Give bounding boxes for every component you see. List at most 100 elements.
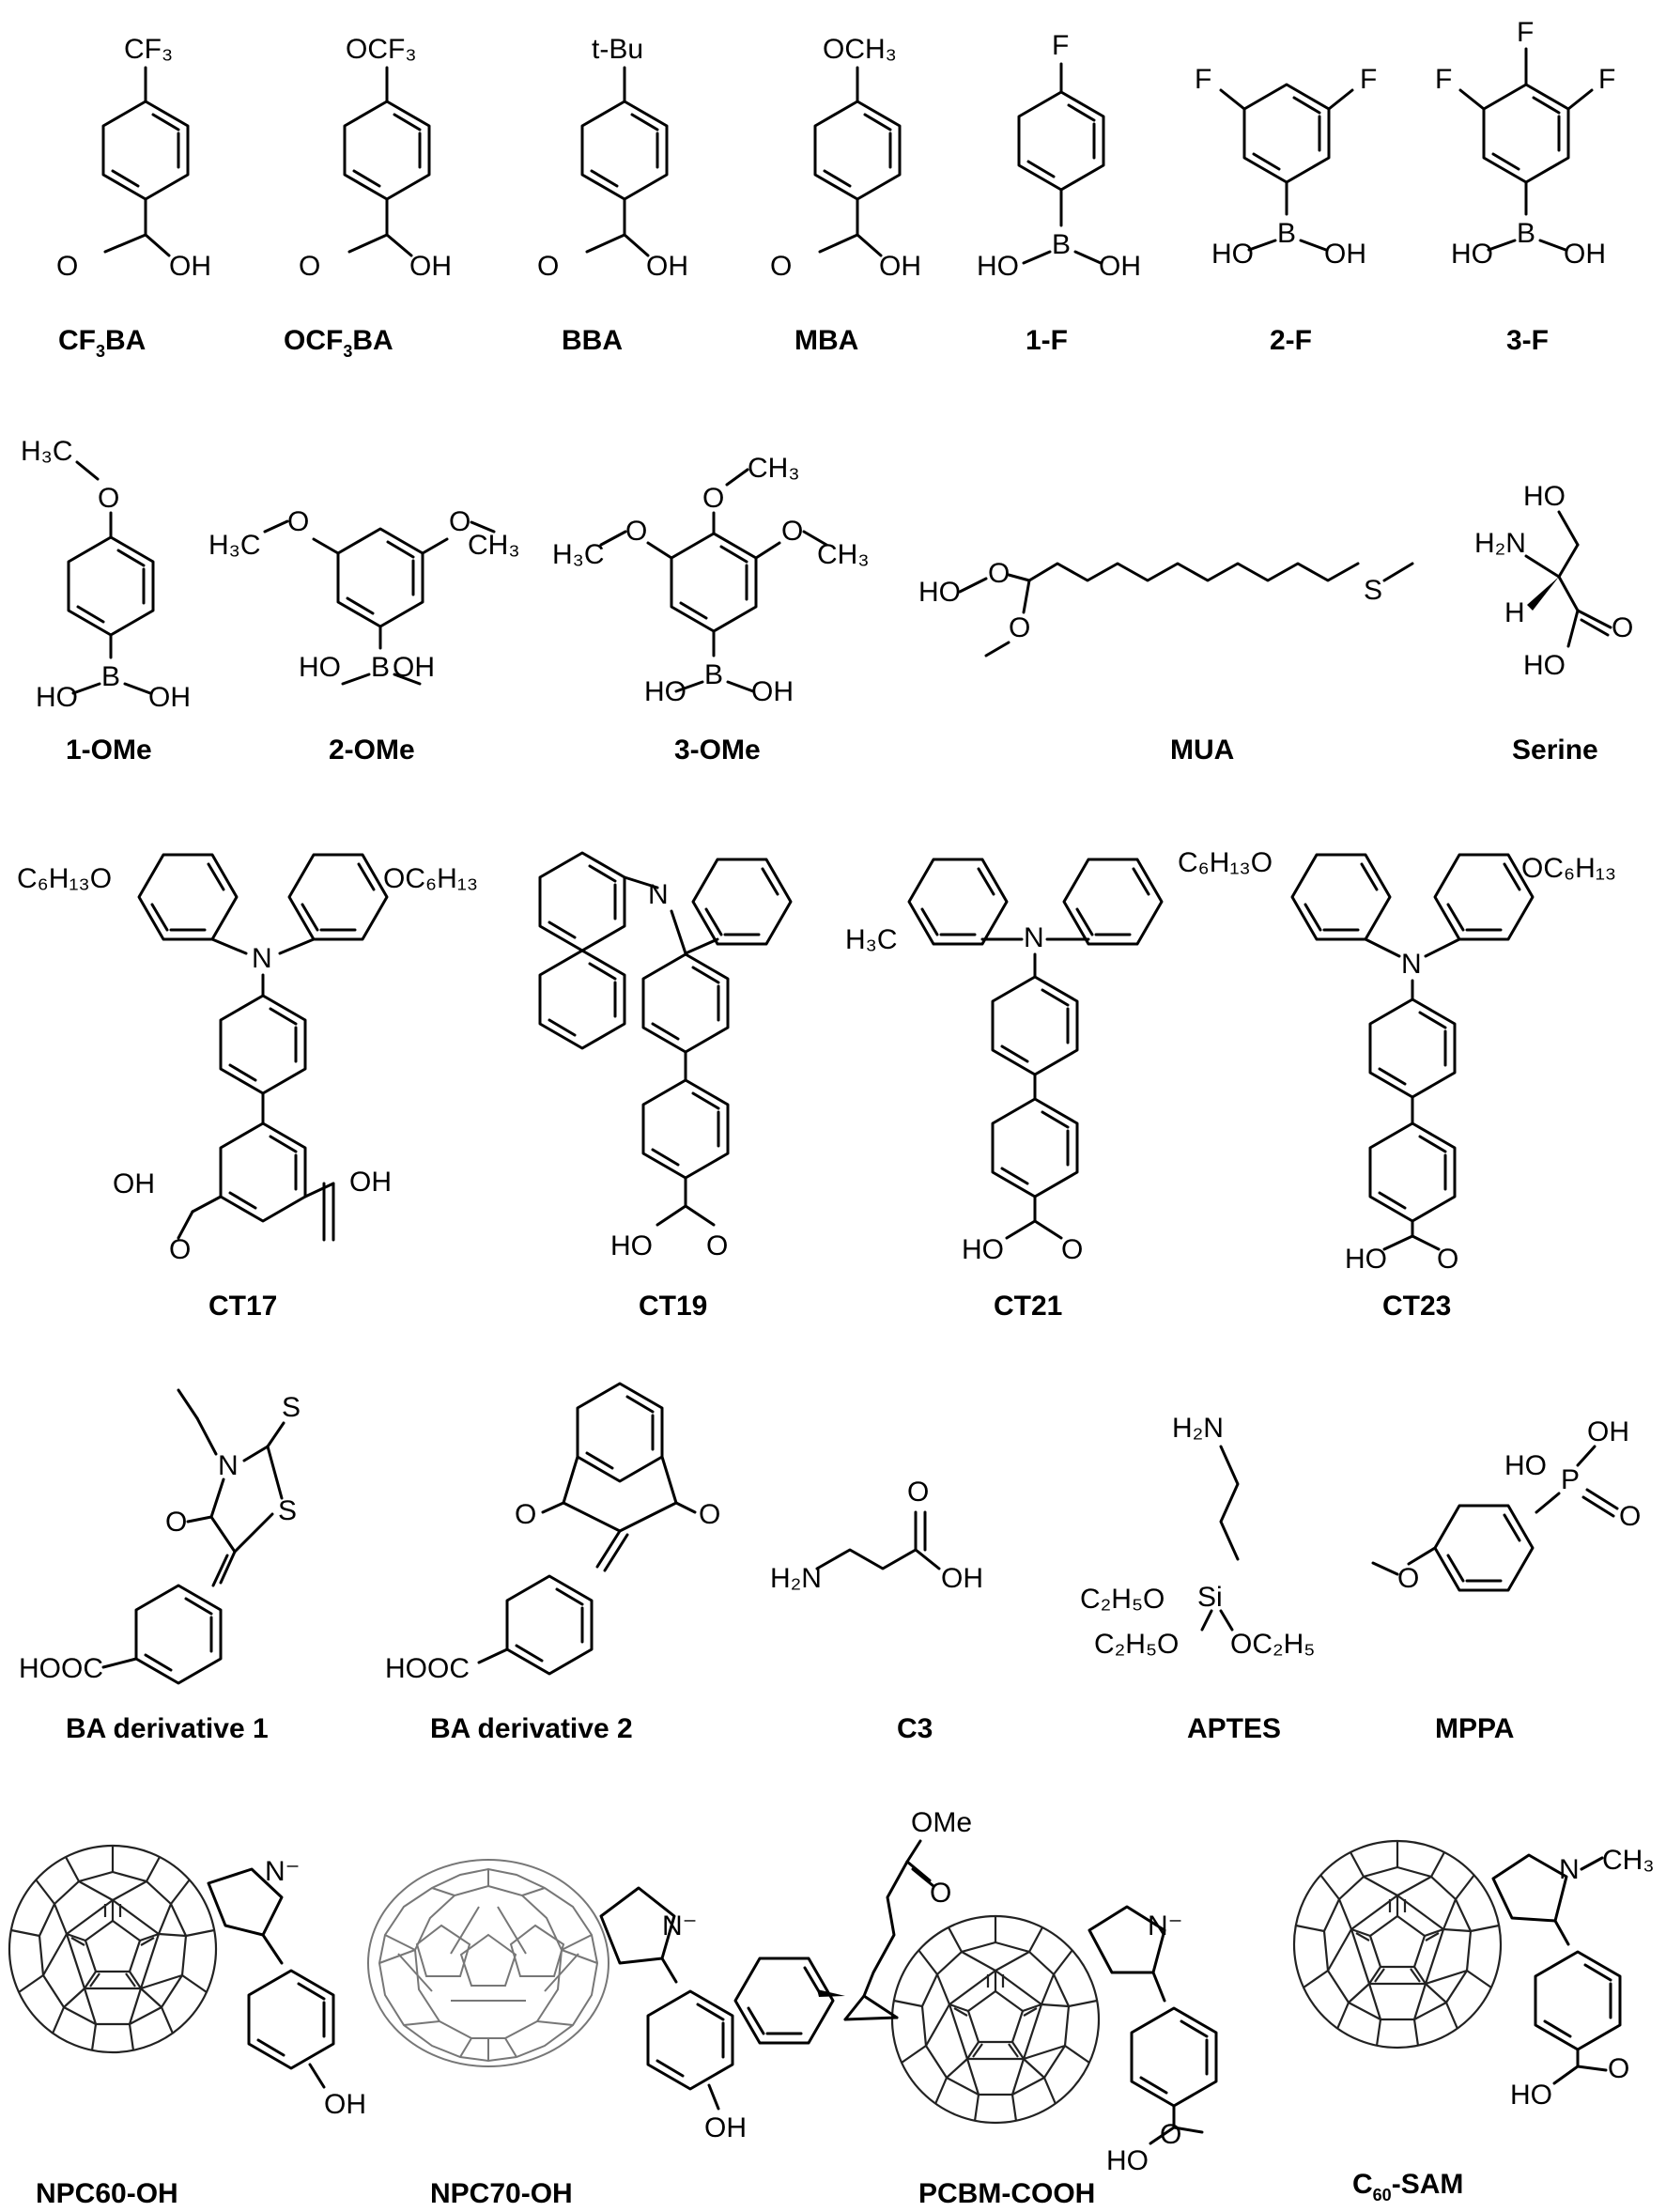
atom-label: H₃C [208,530,261,561]
atom-label: HO [610,1230,653,1261]
atom-label: HO [1345,1244,1387,1275]
atom-label: O [1160,2119,1181,2150]
molecule-npc60-oh: N⁻ OH NPC60-OH [8,1844,366,2209]
molecule-bba: t-Bu O OH BBA [537,34,688,356]
atom-label: OH [1324,239,1366,270]
molecule-label-ba-derivative-1: BA derivative 1 [66,1713,269,1744]
molecule-label-npc70-oh: NPC70-OH [430,2178,573,2209]
molecule-3-ome: O CH₃ O H₃C O CH₃ B HO OH 3-OMe [552,453,870,766]
atom-label: B [371,652,390,683]
molecule-label-c3: C3 [897,1713,933,1744]
atom-label: HO [1504,1450,1547,1481]
molecule-npc70-oh: N⁻ OH NPC70-OH [367,1859,747,2209]
molecule-aptes: H₂N Si C₂H₅O C₂H₅O OC₂H₅ APTES [1080,1413,1315,1744]
atom-label: B [1517,218,1535,249]
atom-label: N⁻ [662,1910,698,1941]
atom-label: OH [113,1168,155,1199]
atom-label: OH [941,1563,983,1594]
atom-label: O [165,1507,187,1538]
molecule-label-mppa: MPPA [1435,1713,1514,1744]
molecule-label-serine: Serine [1512,735,1598,766]
atom-label: F [1517,17,1534,48]
atom-label: O [930,1878,951,1909]
atom-label: C₂H₅O [1094,1629,1179,1660]
atom-label: OH [646,251,688,282]
atom-label: O [699,1499,720,1530]
molecule-label-mba: MBA [794,325,858,356]
atom-label: S [282,1392,301,1423]
atom-label: OH [704,2112,747,2143]
atom-label: HO [644,676,686,707]
molecule-mppa: HO OH P O O MPPA [1371,1416,1641,1744]
molecule-label-ct17: CT17 [208,1291,277,1322]
atom-label: N [218,1450,239,1481]
atom-label: O [625,516,647,547]
atom-label: OCF₃ [346,34,417,65]
atom-label: O [299,251,320,282]
fullerene-cage [890,1914,1101,2125]
atom-label: P [1561,1464,1580,1495]
molecule-c3: H₂N O OH C3 [770,1477,983,1744]
atom-label: H₃C [845,924,898,955]
atom-label: F [1195,64,1211,95]
atom-label: O [537,251,559,282]
molecule-label-1-ome: 1-OMe [66,735,152,766]
atom-label: O [98,483,119,514]
molecule-ocf3ba: OCF₃ O OH OCF3BA [284,34,452,361]
molecule-mua: HO O O S MUA [918,558,1414,766]
atom-label: OH [1587,1416,1629,1447]
molecule-label-1-f: 1-F [1026,325,1068,356]
atom-label: HO [977,251,1019,282]
molecule-label-3-ome: 3-OMe [674,735,761,766]
atom-label: O [1437,1244,1458,1275]
molecule-1-ome: H₃C O B HO OH 1-OMe [21,436,191,766]
atom-label: CF₃ [124,34,173,65]
atom-label: OC₆H₁₃ [383,863,478,894]
atom-label: OH [409,251,452,282]
molecule-ba-derivative-1: N S S O HOOC BA derivative 1 [19,1388,301,1744]
atom-label: CH₃ [748,453,800,484]
molecule-label-2-ome: 2-OMe [329,735,415,766]
atom-label: HO [36,682,78,713]
molecule-cf3ba: CF₃ O OH CF3BA [56,34,211,361]
atom-label: O [169,1234,191,1265]
molecule-2-ome: O H₃C O CH₃ B HO OH 2-OMe [208,506,520,766]
atom-label: HO [962,1234,1004,1265]
atom-label: O [287,506,309,537]
molecule-label-ba-derivative-2: BA derivative 2 [430,1713,633,1744]
molecule-label-mua: MUA [1170,735,1234,766]
atom-label: O [988,558,1010,589]
atom-label: OH [879,251,921,282]
atom-label: OC₆H₁₃ [1521,853,1616,884]
atom-label: CH₃ [1602,1845,1655,1876]
atom-label: t-Bu [592,34,643,65]
atom-label: OH [751,676,794,707]
atom-label: F [1598,64,1615,95]
atom-label: B [101,661,120,692]
molecule-label-pcbm-cooh: PCBM-COOH [918,2178,1095,2209]
atom-label: O [702,483,724,514]
atom-label: O [1608,2053,1629,2084]
atom-label: OCH₃ [823,34,897,65]
atom-label: O [781,516,803,547]
molecule-c60-sam: N CH₃ O HO C60-SAM [1292,1839,1655,2204]
molecule-ct17: C₆H₁₃O OC₆H₁₃ N OH O OH CT17 [17,853,478,1322]
atom-label: C₆H₁₃O [17,863,112,894]
molecule-label-ocf3ba: OCF3BA [284,325,393,361]
molecule-3-f: F F F B HO OH 3-F [1435,17,1615,356]
atom-label: HO [299,652,341,683]
atom-label: O [56,251,78,282]
atom-label: OH [324,2089,366,2120]
atom-label: HO [1510,2080,1552,2111]
molecule-ct21: H₃C N HO O CT21 [845,858,1164,1322]
atom-label: O [907,1477,929,1508]
molecule-serine: HO H₂N H O HO Serine [1474,481,1633,766]
atom-label: HO [1106,2145,1149,2176]
atom-label: HO [1211,239,1254,270]
fullerene-cage [1292,1839,1503,2050]
fullerene-cage [8,1844,218,2054]
atom-label: HOOC [19,1653,103,1684]
atom-label: OH [148,682,191,713]
atom-label: O [1397,1563,1419,1594]
molecule-ct19: N HO O CT19 [538,851,793,1322]
